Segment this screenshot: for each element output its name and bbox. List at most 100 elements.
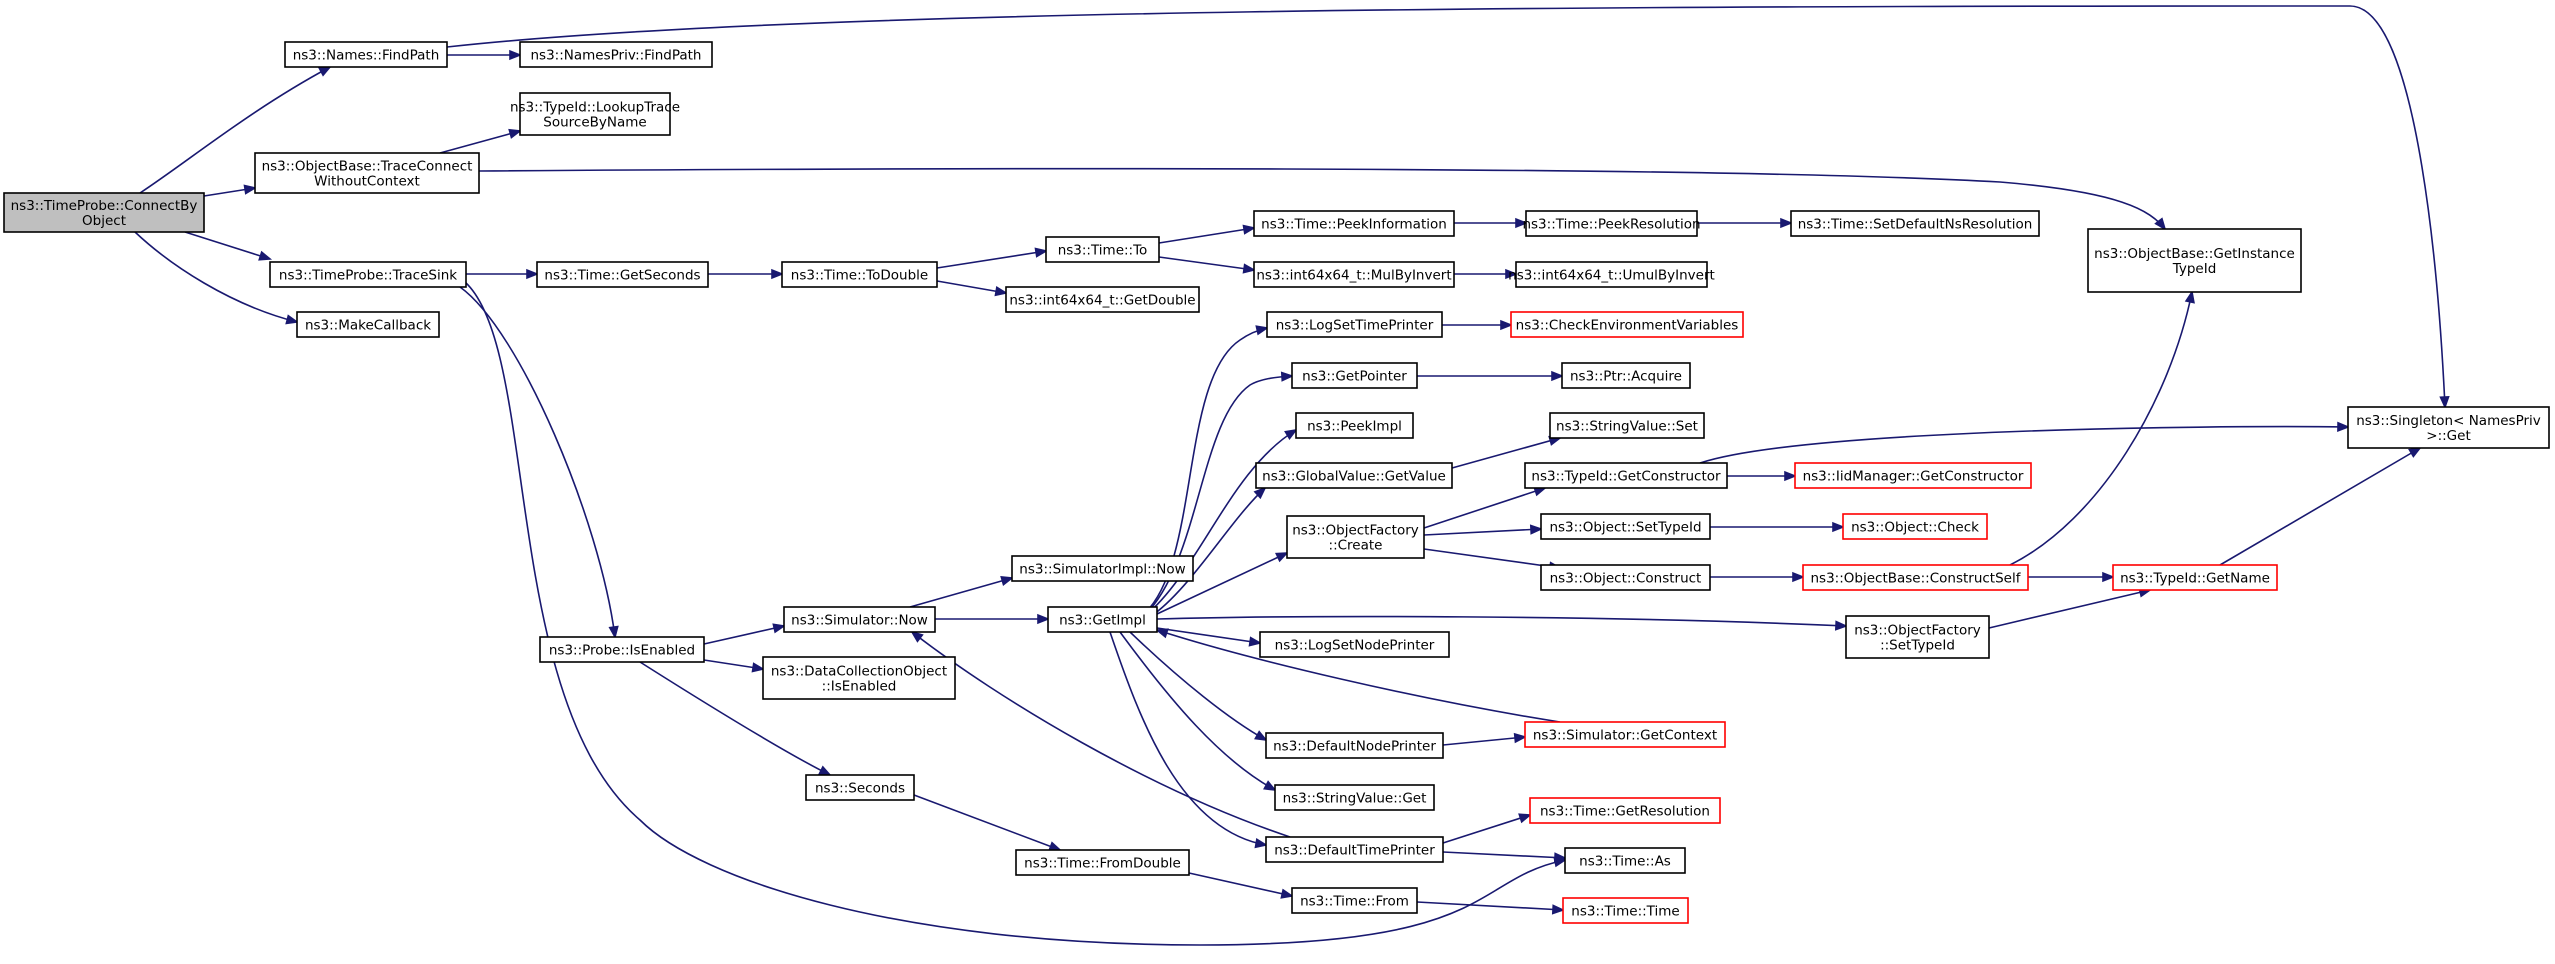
node-label: ns3::LogSetNodePrinter [1275, 638, 1435, 654]
node-setdefaultns[interactable]: ns3::Time::SetDefaultNsResolution [1790, 210, 2040, 237]
node-defaulttimeprinter[interactable]: ns3::DefaultTimePrinter [1265, 836, 1444, 863]
edge-connectbyobject-to-traceconnect [203, 184, 258, 197]
node-label: ns3::DefaultNodePrinter [1273, 739, 1436, 755]
edge-getimpl-to-defaultnodeprinter [1129, 631, 1268, 742]
node-time_as[interactable]: ns3::Time::As [1564, 847, 1686, 874]
node-label: ns3::StringValue::Get [1283, 791, 1427, 807]
node-stringvalue_set[interactable]: ns3::StringValue::Set [1549, 412, 1705, 439]
node-label: ns3::MakeCallback [305, 318, 431, 334]
edge-defaulttimeprinter-to-simulator_now [910, 630, 1291, 838]
node-simulatorimpl_now[interactable]: ns3::SimulatorImpl::Now [1011, 555, 1194, 582]
node-object_settypeid[interactable]: ns3::Object::SetTypeId [1540, 513, 1711, 540]
node-getseconds[interactable]: ns3::Time::GetSeconds [536, 261, 709, 288]
node-time_time[interactable]: ns3::Time::Time [1562, 897, 1689, 924]
node-time_to[interactable]: ns3::Time::To [1045, 236, 1160, 263]
edge-getimpl-to-objectfactory_settypeid [1156, 615, 1849, 631]
node-label: ns3::Time::PeekResolution [1522, 217, 1700, 233]
node-label: ns3::int64x64_t::GetDouble [1009, 293, 1195, 309]
edge-simulator_now-to-simulatorimpl_now [909, 575, 1015, 608]
node-umulbyinvert[interactable]: ns3::int64x64_t::UmulByInvert [1508, 261, 1715, 288]
node-namespriv_findpath[interactable]: ns3::NamesPriv::FindPath [519, 41, 713, 68]
node-peekresolution[interactable]: ns3::Time::PeekResolution [1522, 210, 1701, 237]
node-object_check[interactable]: ns3::Object::Check [1842, 513, 1988, 540]
node-label: >::Get [2426, 428, 2470, 444]
node-getresolution[interactable]: ns3::Time::GetResolution [1529, 797, 1721, 824]
node-label: ns3::Simulator::Now [791, 613, 928, 629]
node-objectfactory_settypeid[interactable]: ns3::ObjectFactory::SetTypeId [1845, 615, 1990, 659]
node-label: ns3::ObjectBase::TraceConnect [262, 159, 473, 175]
node-fromdouble[interactable]: ns3::Time::FromDouble [1015, 849, 1190, 876]
edge-names_findpath-to-singleton_get [446, 5, 2450, 410]
node-label: ns3::DefaultTimePrinter [1274, 843, 1435, 859]
node-todouble[interactable]: ns3::Time::ToDouble [781, 261, 938, 288]
node-iidmanager_getconstructor[interactable]: ns3::IidManager::GetConstructor [1794, 462, 2032, 489]
node-typeid_getconstructor[interactable]: ns3::TypeId::GetConstructor [1524, 462, 1728, 489]
node-constructself[interactable]: ns3::ObjectBase::ConstructSelf [1802, 564, 2029, 591]
node-defaultnodeprinter[interactable]: ns3::DefaultNodePrinter [1265, 732, 1444, 759]
node-globalvalue_getvalue[interactable]: ns3::GlobalValue::GetValue [1255, 462, 1453, 489]
node-label: ns3::Time::ToDouble [791, 268, 928, 284]
node-typeid_getname[interactable]: ns3::TypeId::GetName [2112, 564, 2278, 591]
node-seconds[interactable]: ns3::Seconds [805, 774, 915, 801]
node-stringvalue_get[interactable]: ns3::StringValue::Get [1274, 784, 1435, 811]
node-label: ns3::ObjectBase::GetInstance [2094, 246, 2295, 262]
node-peekinformation[interactable]: ns3::Time::PeekInformation [1253, 210, 1455, 237]
node-objectfactory_create[interactable]: ns3::ObjectFactory::Create [1286, 515, 1425, 559]
node-time_from[interactable]: ns3::Time::From [1291, 887, 1418, 914]
edge-defaultnodeprinter-to-simulator_getcontext [1442, 732, 1528, 746]
node-getpointer[interactable]: ns3::GetPointer [1291, 362, 1418, 389]
node-label: ::Create [1329, 538, 1383, 554]
node-names_findpath[interactable]: ns3::Names::FindPath [284, 41, 448, 68]
node-label: ns3::Singleton< NamesPriv [2356, 413, 2541, 429]
node-label: ns3::ObjectFactory [1292, 523, 1419, 539]
edge-typeid_getconstructor-to-singleton_get [1699, 421, 2351, 464]
node-peekimpl[interactable]: ns3::PeekImpl [1295, 412, 1414, 439]
node-mulbyinvert[interactable]: ns3::int64x64_t::MulByInvert [1253, 261, 1455, 288]
node-datacollection_isenabled[interactable]: ns3::DataCollectionObject::IsEnabled [762, 656, 956, 700]
node-simulator_getcontext[interactable]: ns3::Simulator::GetContext [1524, 721, 1726, 748]
node-label: ns3::Probe::IsEnabled [549, 643, 695, 659]
node-label: TypeId [2172, 261, 2217, 277]
node-checkenv[interactable]: ns3::CheckEnvironmentVariables [1510, 311, 1744, 338]
node-lognodeprinter[interactable]: ns3::LogSetNodePrinter [1259, 631, 1450, 658]
node-label: ns3::TypeId::LookupTrace [510, 100, 680, 116]
node-label: ::SetTypeId [1880, 638, 1955, 654]
node-label: Object [82, 213, 126, 229]
edge-constructself-to-typeid_getname [2028, 571, 2116, 583]
node-singleton_get[interactable]: ns3::Singleton< NamesPriv >::Get [2347, 406, 2550, 449]
node-label: ::IsEnabled [822, 679, 897, 695]
edge-objectfactory_settypeid-to-typeid_getname [1988, 587, 2153, 629]
node-label: ns3::Names::FindPath [293, 48, 440, 64]
node-object_construct[interactable]: ns3::Object::Construct [1540, 564, 1711, 591]
node-traceconnect[interactable]: ns3::ObjectBase::TraceConnectWithoutCont… [254, 152, 480, 194]
node-ptr_acquire[interactable]: ns3::Ptr::Acquire [1561, 362, 1691, 389]
edge-peekinformation-to-peekresolution [1454, 217, 1529, 229]
edge-logsettimeprinter-to-checkenv [1442, 319, 1514, 331]
node-label: ns3::ObjectFactory [1854, 623, 1981, 639]
node-label: ns3::StringValue::Set [1556, 419, 1698, 435]
node-int64_getdouble[interactable]: ns3::int64x64_t::GetDouble [1005, 286, 1200, 313]
edge-mulbyinvert-to-umulbyinvert [1454, 268, 1519, 280]
edge-time_to-to-mulbyinvert [1158, 256, 1257, 274]
edge-typeid_getname-to-singleton_get [2219, 446, 2422, 566]
node-label: ns3::TimeProbe::TraceSink [279, 268, 457, 284]
edge-defaulttimeprinter-to-getresolution [1442, 813, 1533, 844]
node-label: ns3::Time::To [1058, 243, 1148, 259]
node-probe_isenabled[interactable]: ns3::Probe::IsEnabled [539, 636, 705, 663]
node-simulator_now[interactable]: ns3::Simulator::Now [783, 606, 936, 633]
node-label: ns3::SimulatorImpl::Now [1019, 562, 1185, 578]
edge-simulator_now-to-getimpl [935, 613, 1051, 625]
node-getimpl[interactable]: ns3::GetImpl [1047, 606, 1158, 633]
edge-getimpl-to-defaulttimeprinter [1109, 631, 1269, 849]
edge-names_findpath-to-namespriv_findpath [447, 49, 523, 61]
node-label: ns3::Time::As [1579, 854, 1671, 870]
node-label: ns3::TypeId::GetName [2120, 571, 2270, 587]
node-makecallback[interactable]: ns3::MakeCallback [296, 311, 440, 338]
node-logsettimeprinter[interactable]: ns3::LogSetTimePrinter [1266, 311, 1443, 338]
node-tracesink[interactable]: ns3::TimeProbe::TraceSink [269, 261, 467, 288]
edge-getimpl-to-stringvalue_get [1119, 631, 1277, 792]
